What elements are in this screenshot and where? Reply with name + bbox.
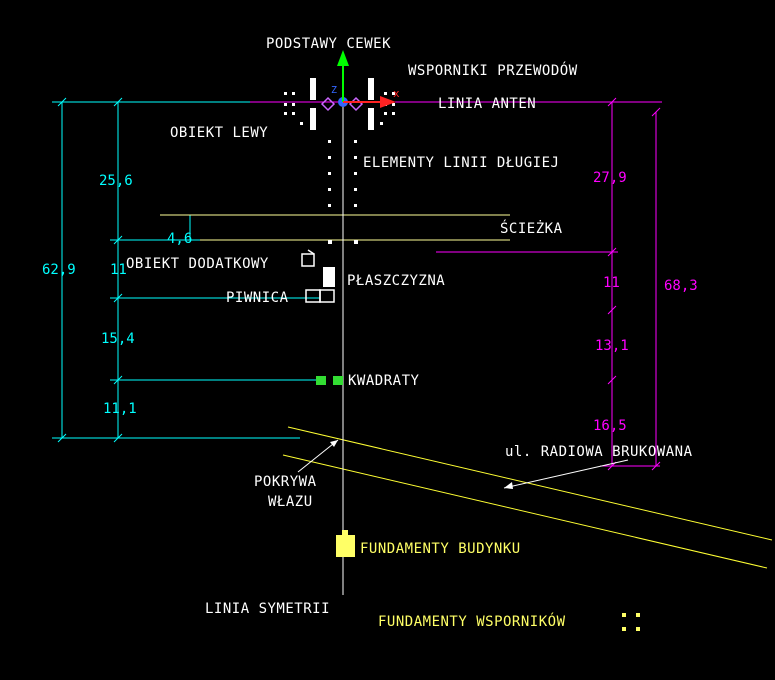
cellar-icon — [305, 289, 335, 303]
label-ul-radiowa: ul. RADIOWA BRUKOWANA — [505, 444, 693, 460]
dim-right-total: 68,3 — [664, 278, 698, 294]
label-pokrywa: POKRYWA — [254, 474, 317, 490]
left-dim-ticks — [57, 97, 123, 443]
street-leader — [503, 459, 629, 489]
building-foundation — [336, 535, 355, 557]
path-lines — [160, 214, 510, 241]
extra-object-icon — [301, 249, 315, 267]
label-plaszczyzna: PŁASZCZYZNA — [347, 273, 445, 289]
manhole-leader — [297, 439, 339, 473]
dim-right-d3: 13,1 — [595, 338, 629, 354]
right-dimension-lines — [250, 101, 662, 467]
right-dim-ticks — [607, 97, 661, 471]
dim-left-total: 62,9 — [42, 262, 76, 278]
dim-right-d4: 16,5 — [593, 418, 627, 434]
label-podstawy-cewek: PODSTAWY CEWEK — [266, 36, 391, 52]
support-foundations-icon — [622, 613, 640, 631]
svg-text:x: x — [393, 87, 400, 100]
dim-right-d2: 11 — [603, 275, 620, 291]
dim-right-d1: 27,9 — [593, 170, 627, 186]
antenna-cluster — [284, 78, 395, 130]
street-lines — [282, 426, 773, 569]
label-fundamenty-budynku: FUNDAMENTY BUDYNKU — [360, 541, 521, 557]
label-kwadraty: KWADRATY — [348, 373, 420, 389]
label-linia-symetrii: LINIA SYMETRII — [205, 601, 330, 617]
svg-text:Z: Z — [331, 85, 337, 96]
dim-left-d3: 11 — [110, 262, 127, 278]
label-wlazu: WŁAZU — [268, 494, 313, 510]
plane-rect — [323, 267, 335, 287]
label-wsporniki-przewodow: WSPORNIKI PRZEWODÓW — [408, 61, 578, 79]
label-linia-anten: LINIA ANTEN — [438, 96, 536, 112]
dim-left-d4: 15,4 — [101, 331, 135, 347]
long-line-elements — [328, 140, 358, 244]
dim-left-d2: 4,6 — [167, 231, 192, 247]
dim-left-d1: 25,6 — [99, 173, 133, 189]
label-elementy-linii-dlugiej: ELEMENTY LINII DŁUGIEJ — [363, 155, 559, 171]
label-obiekt-dodatkowy: OBIEKT DODATKOWY — [126, 256, 269, 272]
label-piwnica: PIWNICA — [226, 290, 289, 306]
dim-left-d5: 11,1 — [103, 401, 137, 417]
green-squares — [316, 376, 343, 385]
label-sciezka: ŚCIEŻKA — [500, 219, 563, 237]
label-fundamenty-wspornikow: FUNDAMENTY WSPORNIKÓW — [378, 612, 566, 630]
label-obiekt-lewy: OBIEKT LEWY — [170, 125, 268, 141]
ucs-axis-icon: x Z — [331, 50, 400, 108]
